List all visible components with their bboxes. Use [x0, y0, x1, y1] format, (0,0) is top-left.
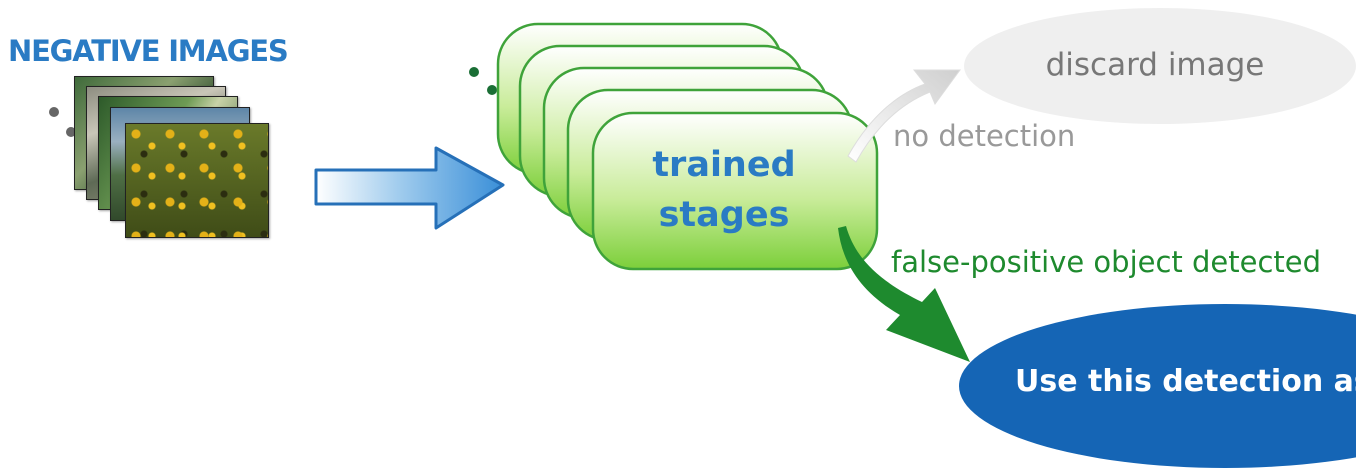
- negative-images-title: NEGATIVE IMAGES: [8, 34, 289, 68]
- input-arrow: [314, 146, 505, 230]
- discard-image-label: discard image: [1045, 47, 1265, 83]
- no-detection-arrow: [847, 69, 961, 163]
- stages-label: trained stages: [594, 140, 854, 240]
- no-detection-label: no detection: [893, 119, 1076, 153]
- negative-image-flowers: [125, 123, 269, 238]
- trained-stages-stack: [496, 22, 879, 271]
- bullet-dot: [49, 107, 59, 117]
- use-detection-ellipse: [959, 304, 1356, 468]
- false-positive-label: false-positive object detected: [891, 245, 1322, 279]
- stage-bullet: [487, 85, 497, 95]
- stages-label-line1: trained: [652, 145, 796, 185]
- stage-bullet: [469, 67, 479, 77]
- discard-image-ellipse: [964, 8, 1356, 124]
- bullet-dot: [66, 127, 76, 137]
- stages-label-line2: stages: [658, 195, 790, 235]
- use-detection-label: Use this detection as a: [1015, 364, 1356, 399]
- false-positive-arrow: [838, 226, 970, 362]
- stage-card-front: [591, 111, 879, 271]
